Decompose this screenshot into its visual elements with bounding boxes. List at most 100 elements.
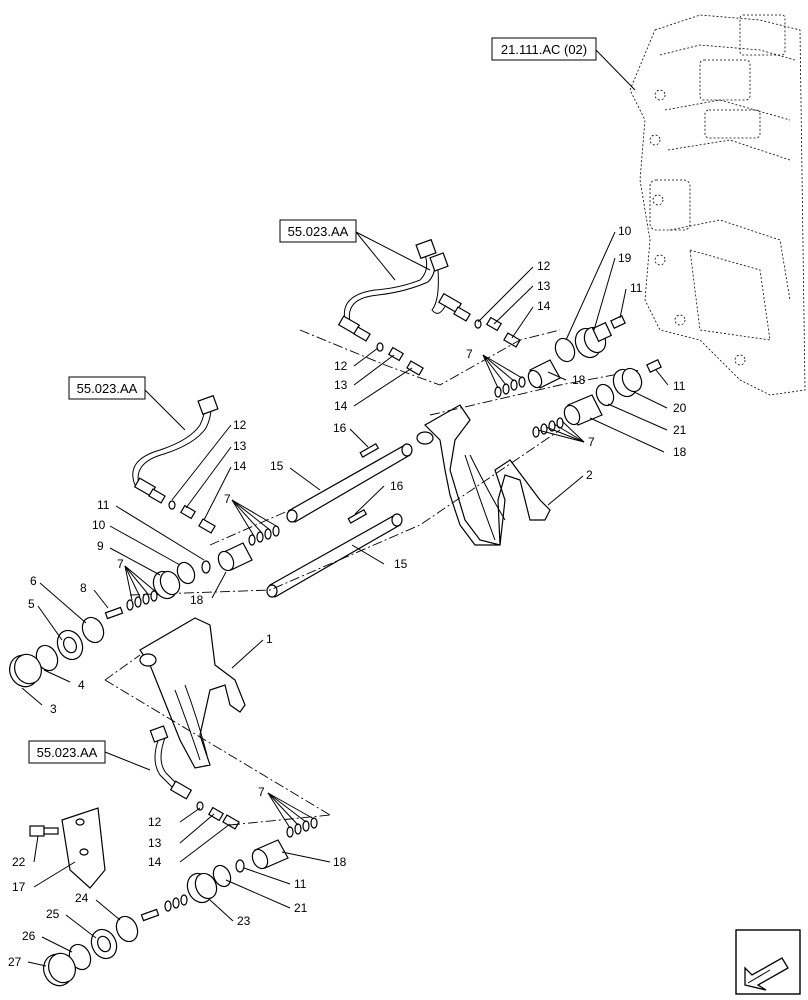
piston-18-left	[217, 542, 253, 572]
bracket-17	[61, 807, 106, 889]
callout-11-lower: 11	[294, 877, 307, 891]
callout-12-lower: 12	[148, 815, 162, 829]
callout-3: 3	[50, 702, 57, 716]
plug-11-lower	[235, 859, 245, 873]
callout-25: 25	[46, 907, 60, 921]
seal-10-left	[176, 561, 196, 585]
callout-10-upper: 10	[618, 224, 632, 238]
reference-label: 55.023.AA	[37, 745, 98, 760]
callout-13-lower: 13	[148, 836, 162, 850]
callout-22: 22	[12, 855, 26, 869]
harness-left	[132, 394, 219, 534]
callout-8: 8	[80, 581, 87, 595]
callout-16-upper: 16	[333, 421, 347, 435]
callout-14-left: 14	[233, 459, 247, 473]
callout-7-upper: 7	[466, 347, 473, 361]
bolt-22	[29, 825, 59, 837]
plug-11-left	[201, 560, 211, 574]
callout-14-upper: 14	[537, 299, 551, 313]
reference-label: 55.023.AA	[77, 381, 138, 396]
seal-6	[81, 616, 105, 644]
sensor-set-upper-middle	[376, 342, 424, 376]
callout-11-upper: 11	[630, 281, 643, 295]
callout-21-lower: 21	[294, 901, 308, 915]
sensor-set-upper-right	[474, 316, 521, 348]
cap-27	[43, 952, 76, 987]
plug-11-upper	[610, 315, 626, 329]
cover-9	[152, 570, 181, 600]
pin-16-upper	[359, 442, 380, 458]
next-page-arrow-icon[interactable]	[735, 929, 801, 995]
o-rings-7-mid	[126, 590, 158, 611]
screw-lower	[140, 908, 160, 922]
callout-14-mid: 14	[334, 399, 348, 413]
pin-16-lower	[347, 508, 368, 524]
shift-fork-2	[416, 404, 551, 546]
callout-16-lower: 16	[390, 479, 404, 493]
callout-23: 23	[237, 914, 251, 928]
callout-1: 1	[266, 632, 273, 646]
callout-14-lower: 14	[148, 855, 162, 869]
callout-17: 17	[12, 880, 26, 894]
callout-18-lower: 18	[333, 855, 347, 869]
callout-26: 26	[22, 929, 36, 943]
shift-fork-1	[139, 617, 246, 769]
callout-2: 2	[586, 468, 593, 482]
reference-box-harness-lower[interactable]: 55.023.AA	[28, 740, 106, 764]
callout-24: 24	[75, 891, 89, 905]
reference-box-harness-upper[interactable]: 55.023.AA	[279, 219, 357, 243]
callout-7-mid: 7	[117, 557, 124, 571]
callout-18-upper: 18	[572, 373, 586, 387]
callout-20: 20	[673, 401, 687, 415]
cover-23	[186, 872, 218, 904]
cap-3	[9, 653, 42, 688]
callout-12-mid: 12	[334, 359, 348, 373]
reference-box-harness-left[interactable]: 55.023.AA	[68, 376, 146, 400]
callout-6: 6	[30, 574, 37, 588]
shift-rod-upper	[286, 443, 413, 523]
piston-18-lower	[251, 839, 289, 870]
callout-18-right: 18	[673, 445, 687, 459]
seal-21-lower	[212, 864, 232, 888]
transmission-housing	[629, 14, 806, 396]
callout-11-left: 11	[97, 498, 110, 512]
harness-upper	[337, 238, 471, 342]
reference-label: 55.023.AA	[288, 224, 349, 239]
callout-15-upper: 15	[270, 459, 284, 473]
callout-13-mid: 13	[334, 378, 348, 392]
callout-12-upper: 12	[537, 259, 551, 273]
o-rings-7-left	[248, 525, 280, 546]
callout-4: 4	[78, 678, 85, 692]
leader-lines	[21, 231, 669, 967]
shift-rod-lower	[266, 513, 403, 598]
piston-18-upper	[527, 359, 561, 389]
callout-12-left: 12	[233, 418, 247, 432]
piston-18-right	[563, 394, 603, 426]
seal-10-upper	[554, 337, 576, 363]
bearing-5	[56, 629, 84, 661]
harness-lower	[149, 725, 240, 830]
callout-5: 5	[28, 597, 35, 611]
seal-24	[115, 915, 139, 943]
o-rings-7-upper	[494, 376, 526, 398]
callout-21-right: 21	[673, 423, 687, 437]
callout-10-left: 10	[92, 518, 106, 532]
callout-13-upper: 13	[537, 279, 551, 293]
callout-7-lower: 7	[258, 785, 265, 799]
screw-8	[104, 606, 124, 620]
reference-label: 21.111.AC (02)	[501, 42, 587, 57]
callout-7-right: 7	[588, 435, 595, 449]
callout-9: 9	[97, 539, 104, 553]
callout-19: 19	[618, 251, 632, 265]
plug-11-right	[646, 359, 662, 373]
cover-20	[612, 367, 643, 398]
bearing-25	[90, 928, 118, 960]
callout-15-lower: 15	[394, 557, 408, 571]
callout-18-left: 18	[190, 593, 204, 607]
callout-27: 27	[8, 955, 22, 969]
reference-box-transmission[interactable]: 21.111.AC (02)	[491, 37, 597, 61]
callout-13-left: 13	[233, 439, 247, 453]
o-rings-7-lower	[286, 817, 318, 838]
callout-11-right: 11	[673, 379, 686, 393]
